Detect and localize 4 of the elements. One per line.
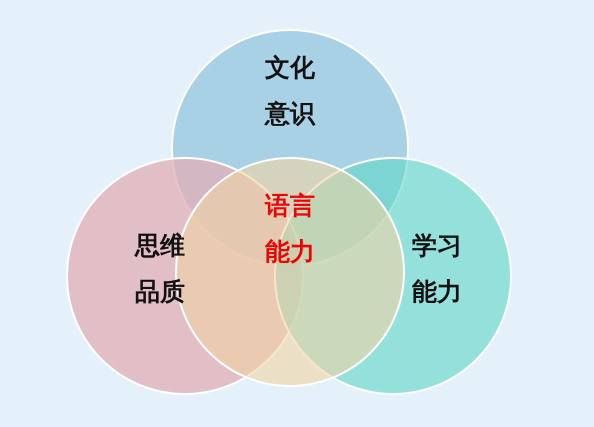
circle-label: 思维品质 [134,230,186,308]
circle-label: 文化意识 [264,52,316,130]
circle-label: 学习能力 [411,230,463,308]
circle-label: 语言能力 [264,190,316,268]
